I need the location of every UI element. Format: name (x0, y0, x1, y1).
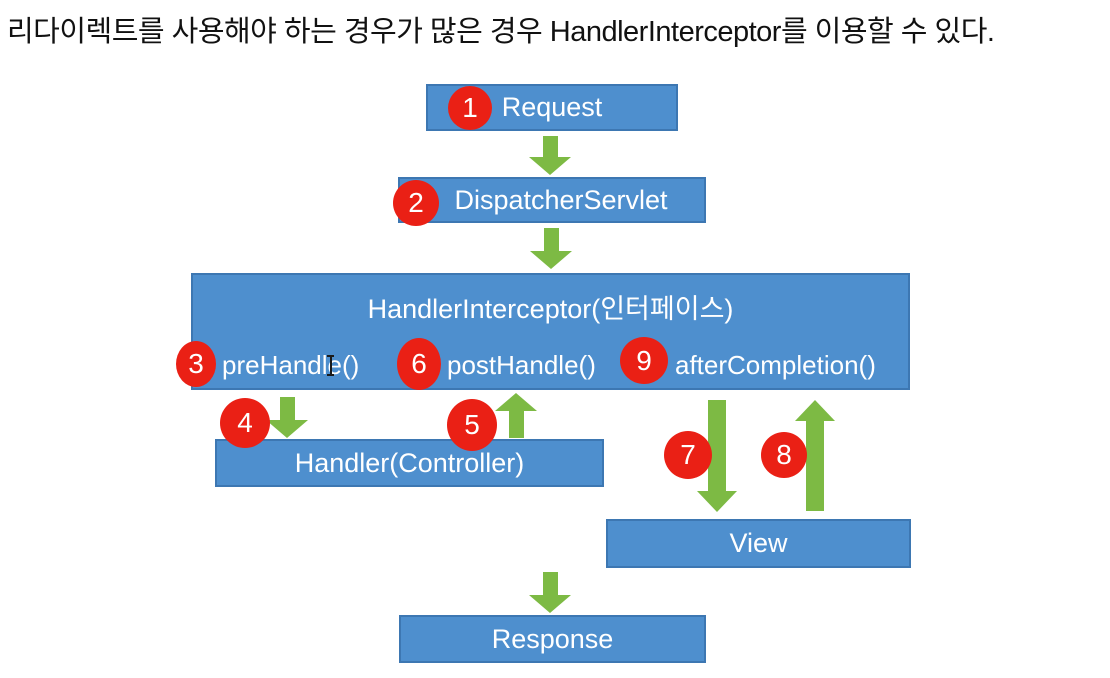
arrow-shaft (508, 411, 524, 438)
arrow-to-response-icon (528, 572, 572, 613)
step-badge-1: 1 (448, 86, 492, 130)
arrow-head (529, 595, 571, 613)
node-handler-interceptor-label: HandlerInterceptor(인터페이스) (367, 294, 734, 324)
step-badge-4: 4 (220, 398, 270, 448)
step-badge-5: 5 (447, 399, 497, 451)
arrow-head (266, 420, 308, 438)
step-badge-6: 6 (397, 338, 441, 390)
arrow-shaft (543, 228, 559, 251)
arrow-view-to-interceptor-icon (795, 400, 835, 511)
node-response: Response (399, 615, 706, 663)
arrow-handler-to-interceptor-icon (494, 393, 538, 438)
step-badge-9: 9 (620, 337, 668, 384)
arrow-shaft (806, 421, 824, 511)
node-handler-interceptor: HandlerInterceptor(인터페이스) preHandle() po… (191, 273, 910, 390)
node-view: View (606, 519, 911, 568)
node-dispatcher-servlet-label: DispatcherServlet (454, 184, 668, 215)
node-request-label: Request (501, 92, 603, 122)
node-handler-controller-label: Handler(Controller) (294, 447, 525, 478)
text-cursor-icon (326, 355, 335, 376)
arrow-interceptor-to-handler-icon (265, 397, 309, 438)
method-posthandle-label: postHandle() (447, 350, 596, 380)
step-badge-7: 7 (664, 431, 712, 479)
node-dispatcher-servlet: DispatcherServlet (398, 177, 706, 223)
node-response-label: Response (491, 623, 614, 654)
arrow-request-to-dispatcher-icon (528, 136, 572, 175)
arrow-shaft (279, 397, 295, 420)
arrow-dispatcher-to-interceptor-icon (529, 228, 573, 269)
node-handler-controller: Handler(Controller) (215, 439, 604, 487)
method-aftercompletion-label: afterCompletion() (675, 350, 876, 380)
arrow-shaft (542, 572, 558, 595)
arrow-head (495, 393, 537, 411)
arrow-head (530, 251, 572, 269)
page-title: 리다이렉트를 사용해야 하는 경우가 많은 경우 HandlerIntercep… (7, 16, 995, 48)
arrow-head (697, 491, 737, 512)
step-badge-8: 8 (761, 432, 807, 478)
arrow-shaft (708, 400, 726, 491)
arrow-shaft (542, 136, 558, 157)
step-badge-2: 2 (393, 180, 439, 226)
arrow-head (529, 157, 571, 175)
step-badge-3: 3 (176, 341, 216, 387)
arrow-head (795, 400, 835, 421)
node-view-label: View (729, 528, 788, 558)
arrow-interceptor-to-view-icon (697, 400, 737, 512)
method-prehandle-label: preHandle() (222, 350, 360, 380)
